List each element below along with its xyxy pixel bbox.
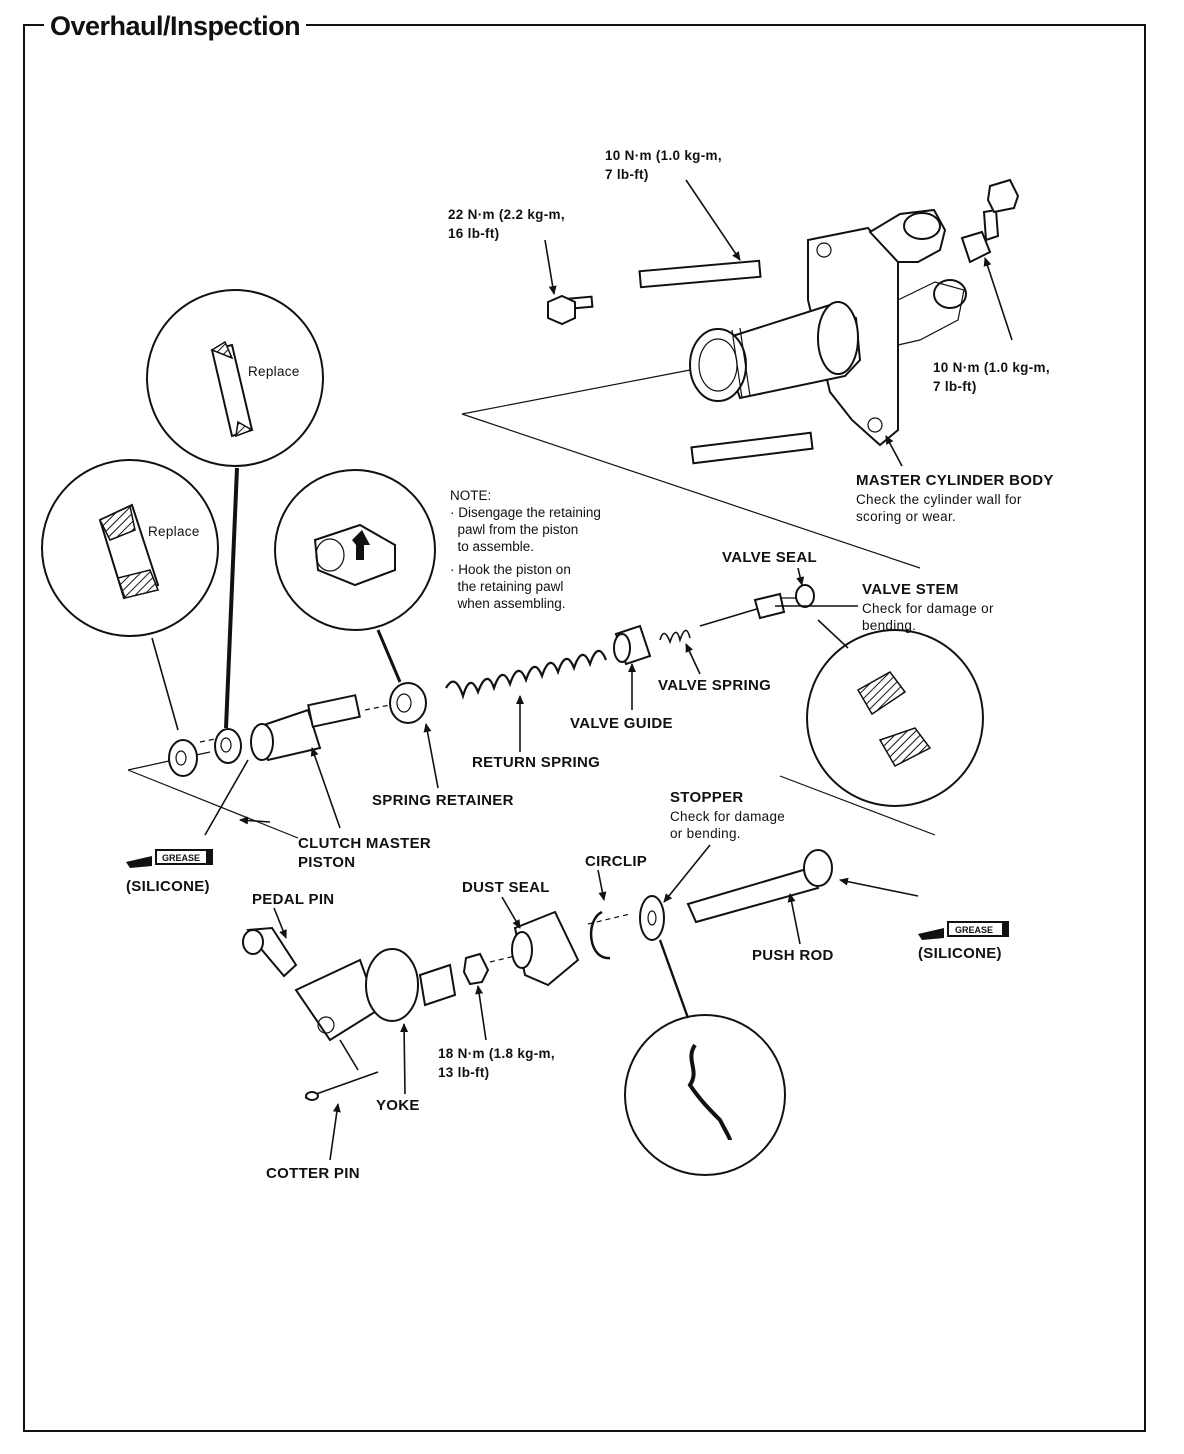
clutch-master-piston-label: CLUTCH MASTER PISTON — [298, 835, 432, 871]
return-spring-label: RETURN SPRING — [472, 754, 601, 771]
torque-label-nut: 18 N·m (1.8 kg-m, 13 lb-ft) — [438, 1046, 555, 1080]
studs — [547, 259, 814, 465]
valve-guide-label: VALVE GUIDE — [570, 715, 673, 732]
grease-label-right: GREASE — [955, 925, 993, 935]
circlip-label: CIRCLIP — [585, 853, 648, 870]
leader-lines — [204, 179, 1013, 1161]
stopper-label: STOPPER — [670, 789, 744, 806]
cotter-pin-label: COTTER PIN — [266, 1165, 360, 1182]
master-cylinder-body — [689, 208, 967, 447]
valve-spring-label: VALVE SPRING — [658, 677, 772, 694]
grease-tube-icon: GREASE — [918, 921, 1009, 940]
master-cylinder-body-note: Check the cylinder wall for scoring or w… — [856, 492, 1022, 524]
master-cylinder-body-label: MASTER CYLINDER BODY — [856, 472, 1054, 489]
piston-assembly — [168, 584, 815, 777]
silicone-label-right: (SILICONE) — [918, 945, 1002, 962]
spring-retainer-label: SPRING RETAINER — [372, 792, 514, 809]
replace-label-lower: Replace — [148, 524, 200, 539]
valve-seal-label: VALVE SEAL — [722, 549, 817, 566]
detail-circles — [41, 289, 984, 1176]
note-title: NOTE: — [450, 488, 492, 503]
section-title: Overhaul/Inspection — [44, 9, 307, 43]
page-frame — [23, 24, 1146, 1432]
torque-label-stud: 10 N·m (1.0 kg-m, 7 lb-ft) — [605, 148, 722, 182]
pedal-pin-label: PEDAL PIN — [252, 891, 335, 908]
replace-label-upper: Replace — [248, 364, 300, 379]
valve-stem-note: Check for damage or bending. — [862, 601, 994, 633]
torque-label-bolt: 22 N·m (2.2 kg-m, 16 lb-ft) — [448, 207, 565, 241]
yoke-label: YOKE — [376, 1097, 420, 1114]
note-line-2: · Hook the piston on the retaining pawl … — [450, 562, 571, 611]
grease-tube-icon: GREASE — [126, 849, 213, 868]
grease-label-left: GREASE — [162, 853, 200, 863]
seal-cross-sections — [98, 340, 932, 1141]
dust-seal-label: DUST SEAL — [462, 879, 550, 896]
note-line-1: · Disengage the retaining pawl from the … — [450, 505, 601, 554]
push-rod-label: PUSH ROD — [752, 947, 834, 964]
torque-label-fitting: 10 N·m (1.0 kg-m, 7 lb-ft) — [933, 360, 1050, 394]
inlet-fitting — [960, 178, 1020, 264]
push-rod-assembly — [242, 849, 833, 1101]
stopper-note: Check for damage or bending. — [670, 809, 786, 841]
silicone-label-left: (SILICONE) — [126, 878, 210, 895]
valve-stem-label: VALVE STEM — [862, 581, 959, 598]
